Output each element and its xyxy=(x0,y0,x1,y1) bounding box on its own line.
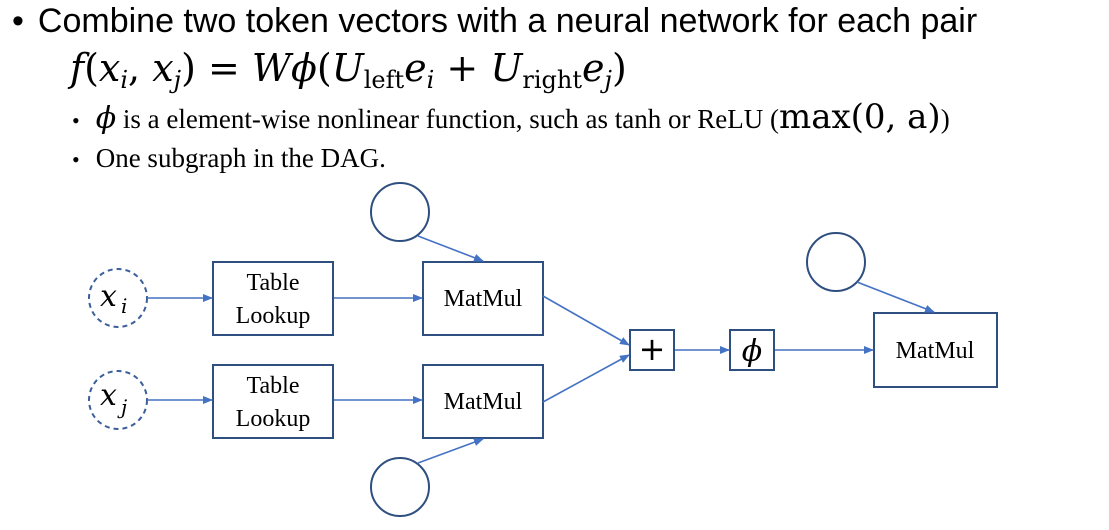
add-node xyxy=(629,329,675,371)
sub-bullet-dag: • One subgraph in the DAG. xyxy=(72,143,386,174)
input-xi-node xyxy=(88,268,148,328)
formula-x: x xyxy=(98,46,121,90)
matmul-top xyxy=(422,261,544,336)
table-lookup-top-line1: Table xyxy=(247,270,300,296)
formula-f: f xyxy=(70,46,85,90)
table-lookup-top xyxy=(212,261,334,336)
edge-param-matmul-bottom xyxy=(417,438,484,464)
matmul-bottom xyxy=(422,364,544,439)
formula-x2: x xyxy=(152,46,174,90)
matmul-bottom-label: MatMul xyxy=(444,389,523,415)
sub-bullet-max-math: max(0, a) xyxy=(778,97,941,137)
formula-close2: ) xyxy=(611,46,627,90)
formula-W: W xyxy=(251,46,291,90)
phi-node-label: ϕ xyxy=(742,334,762,369)
sub-bullet-phi-text: is a element-wise nonlinear function, su… xyxy=(116,104,779,134)
edge-param-matmul-out xyxy=(856,281,935,313)
formula-phi: ϕ xyxy=(290,46,317,90)
sub-bullet-dot: • xyxy=(72,147,80,172)
formula-open: ( xyxy=(84,46,99,90)
formula-open2: ( xyxy=(316,46,332,90)
matmul-output xyxy=(873,312,998,388)
sub-bullet-phi: • ϕ is a element-wise nonlinear function,… xyxy=(72,97,950,137)
formula-ej: j xyxy=(604,66,612,94)
matmul-top-label: MatMul xyxy=(444,286,523,312)
formula-i: i xyxy=(120,66,129,94)
sub-bullet-close: ) xyxy=(940,104,950,134)
edge-param-matmul-top xyxy=(417,235,484,262)
formula-e1: e xyxy=(404,46,427,90)
formula: f(xi, xj) = Wϕ(Uleftei + Urightej) xyxy=(70,46,627,92)
table-lookup-top-line2: Lookup xyxy=(236,303,311,329)
edge-matmul-bottom-add xyxy=(542,354,630,403)
bullet-dot: • xyxy=(12,2,24,40)
formula-ei: i xyxy=(426,66,435,94)
param-circle-output xyxy=(806,232,866,292)
formula-U2: U xyxy=(490,46,523,90)
formula-comma: , xyxy=(128,46,153,90)
matmul-output-label: MatMul xyxy=(896,338,975,364)
input-xi-sub: i xyxy=(121,294,127,318)
input-xi-symbol: x xyxy=(100,279,117,314)
input-xj-symbol: x xyxy=(100,378,117,413)
add-node-label: + xyxy=(639,330,666,368)
input-xj-sub: j xyxy=(117,395,127,419)
table-lookup-bottom-line1: Table xyxy=(247,373,300,399)
phi-node xyxy=(729,329,775,371)
formula-left: left xyxy=(363,66,405,94)
formula-plus: + xyxy=(434,46,491,90)
sub-bullet-phi-symbol: ϕ xyxy=(95,101,117,136)
formula-j: j xyxy=(173,66,182,94)
param-circle-top xyxy=(370,182,430,242)
formula-close1: ) xyxy=(181,46,196,90)
sub-bullet-dag-text: One subgraph in the DAG. xyxy=(95,143,386,173)
table-lookup-bottom-line2: Lookup xyxy=(236,406,311,432)
sub-bullet-dot: • xyxy=(72,108,80,133)
param-circle-bottom xyxy=(370,457,430,517)
input-xj-node xyxy=(88,370,148,430)
formula-right: right xyxy=(522,66,582,94)
bullet-main-text: Combine two token vectors with a neural … xyxy=(37,2,978,40)
table-lookup-bottom xyxy=(212,364,334,439)
formula-equals: = xyxy=(195,46,252,90)
edge-matmul-top-add xyxy=(542,295,630,346)
bullet-main: • Combine two token vectors with a neural… xyxy=(12,2,977,41)
formula-U1: U xyxy=(331,46,364,90)
formula-e2: e xyxy=(582,46,605,90)
